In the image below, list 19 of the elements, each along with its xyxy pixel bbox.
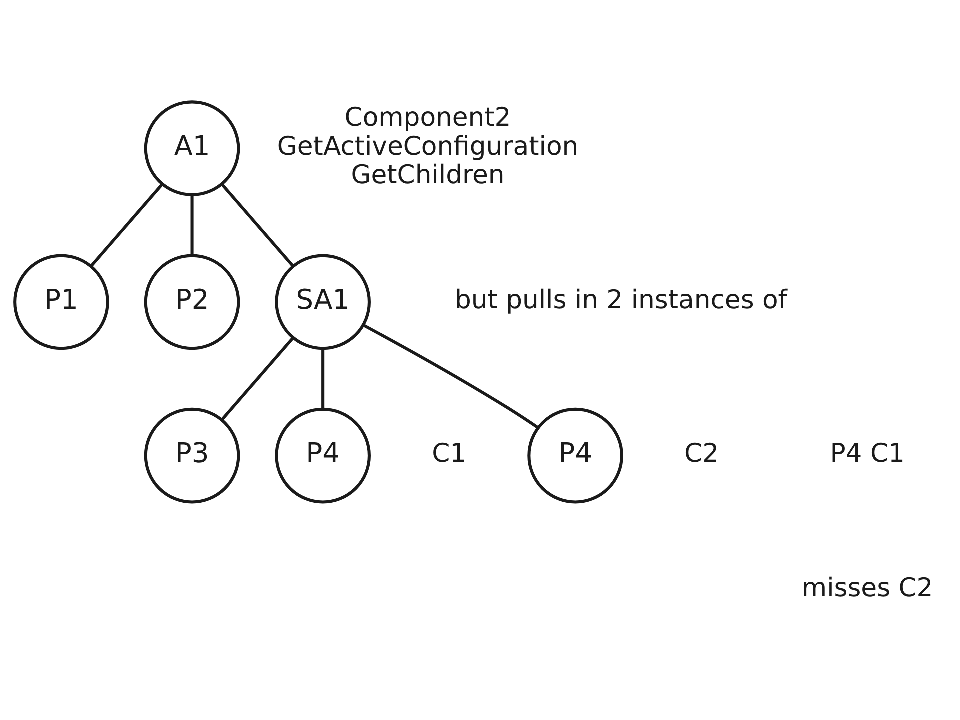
label: misses C2 — [801, 574, 933, 604]
node-circle: A1 — [144, 100, 240, 196]
node-label: C1 — [432, 439, 466, 470]
connector — [321, 348, 324, 410]
node-circle: P1 — [13, 254, 109, 350]
node-circle: P4 — [274, 408, 370, 504]
node-circle: P2 — [144, 254, 240, 350]
connector — [220, 183, 294, 268]
node-circle: P3 — [144, 408, 240, 504]
label: but pulls in 2 instances of — [454, 285, 787, 316]
node-circle: SA1 — [274, 254, 370, 350]
connector — [90, 183, 164, 268]
label: P4 C1 — [830, 439, 904, 470]
node-label: Component2 GetActiveConfiguration GetChildren — [276, 102, 578, 191]
connector — [190, 195, 194, 256]
node-circle: P4 — [527, 408, 623, 504]
connector — [220, 336, 294, 421]
node-label: C2 — [684, 439, 719, 470]
connector — [362, 324, 538, 429]
